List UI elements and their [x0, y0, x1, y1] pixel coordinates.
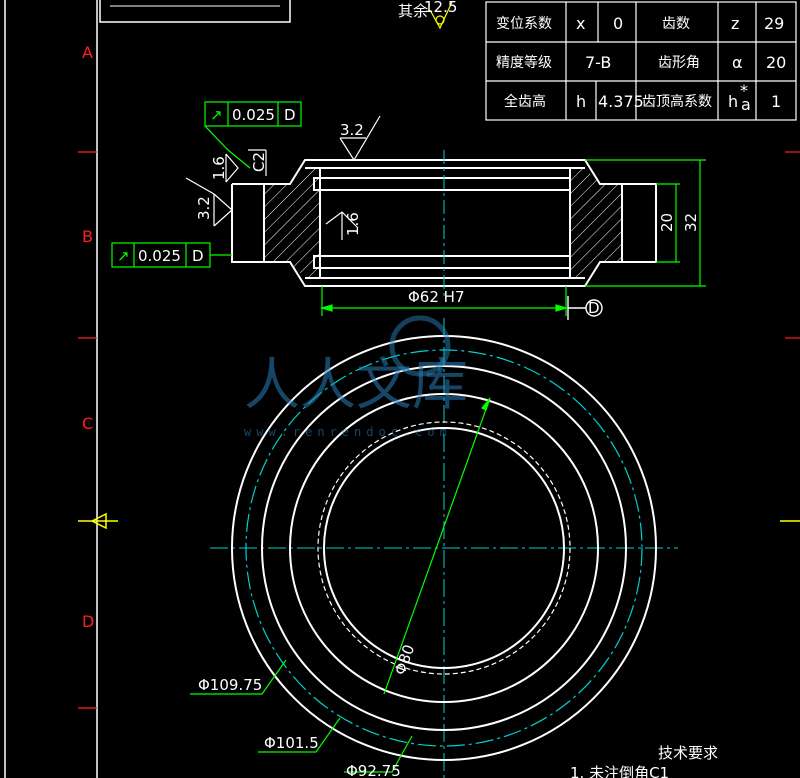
tolerance-symbol-left: ↗ [117, 247, 130, 265]
roughness-symbol-left [185, 177, 233, 227]
roughness-value-top: 3.2 [340, 121, 364, 139]
tolerance-symbol-top: ↗ [210, 106, 223, 124]
table-cell-r2c4: α [732, 53, 743, 72]
diameter-80-label: Φ80 [391, 642, 418, 677]
section-hatching [264, 168, 622, 278]
diameter-101-label: Φ101.5 [264, 734, 319, 752]
zone-label-b: B [82, 227, 93, 246]
general-roughness-value: 12.5 [424, 0, 457, 16]
table-cell-r3c6: 1 [771, 92, 781, 111]
zone-label-c: C [82, 414, 93, 433]
table-cell-r2c3: 齿形角 [658, 55, 700, 71]
tolerance-value-left: 0.025 [138, 247, 181, 265]
centering-mark-left [78, 512, 118, 530]
circle-hub [289, 393, 599, 703]
table-cell-r2c5: 20 [766, 53, 786, 72]
tolerance-frame-top [204, 101, 302, 169]
bore-dimension-label: Φ62 H7 [408, 288, 464, 306]
table-cell-r3c3: 4.375 [598, 92, 644, 111]
zone-label-a: A [82, 43, 93, 62]
roughness-value-left: 3.2 [195, 196, 213, 220]
tech-requirements-title: 技术要求 [658, 744, 718, 762]
watermark-text: 人人文库 [244, 353, 468, 418]
datum-symbol [567, 296, 603, 320]
table-cell-r3c1: 全齿高 [504, 93, 546, 110]
roughness-value-left-upper: 1.6 [210, 156, 228, 180]
plan-circles [231, 335, 657, 761]
chamfer-label: C2 [250, 152, 268, 172]
diameter-leaders [190, 659, 413, 773]
circle-bore-chamfer [317, 421, 571, 675]
tolerance-datum-left: D [192, 247, 204, 265]
parameter-table [485, 1, 797, 121]
zone-label-d: D [82, 612, 94, 631]
diameter-92-label: Φ92.75 [346, 762, 401, 778]
tech-requirements-line1: 1. 未注倒角C1 [570, 764, 669, 778]
title-block-fragment [99, 0, 291, 23]
table-cell-r3c5: h [728, 92, 738, 111]
tolerance-value-top: 0.025 [232, 106, 275, 124]
table-cell-r3c2: h [576, 92, 586, 111]
table-cell-r3c5-sub: a [741, 95, 751, 114]
table-cell-r2c1: 精度等级 [496, 54, 552, 71]
circle-root [261, 365, 627, 731]
roughness-symbol-left-upper [225, 153, 239, 183]
circle-pitch [245, 349, 643, 747]
drawing-frame [4, 0, 98, 778]
table-cell-r3c4: 齿顶高系数 [642, 93, 712, 110]
table-cell-r1c5: z [731, 14, 739, 33]
chamfer-leader [248, 149, 267, 176]
zone-ticks [78, 151, 800, 709]
table-cell-r2c2: 7-B [585, 53, 611, 72]
datum-label: D [588, 299, 600, 317]
tolerance-frame-left [111, 242, 232, 268]
roughness-symbol-bore [325, 211, 359, 240]
table-cell-r1c4: 齿数 [662, 16, 690, 32]
table-cell-r1c6: 29 [764, 14, 784, 33]
roughness-value-bore: 1.6 [344, 212, 362, 236]
roughness-symbol-top [339, 115, 381, 162]
general-roughness-note: 其余 [398, 2, 428, 20]
table-cell-r1c3: 0 [613, 14, 623, 33]
tolerance-datum-top: D [284, 106, 296, 124]
table-cell-r3c5-sup: * [740, 81, 748, 100]
diameter-80-dimension [383, 397, 491, 695]
width-dimension-lines [585, 159, 706, 287]
table-cell-r1c2: x [576, 14, 585, 33]
hub-width-label: 20 [658, 213, 676, 232]
watermark-url: www.renrendoc.com [244, 425, 452, 439]
table-cell-r1c1: 变位系数 [496, 16, 552, 32]
diameter-109-label: Φ109.75 [198, 676, 262, 694]
circle-bore [323, 427, 565, 669]
total-width-label: 32 [682, 213, 700, 232]
watermark: 人人文库 www.renrendoc.com [244, 315, 468, 439]
bore-dimension-line [319, 286, 569, 316]
general-roughness-symbol [429, 1, 453, 30]
